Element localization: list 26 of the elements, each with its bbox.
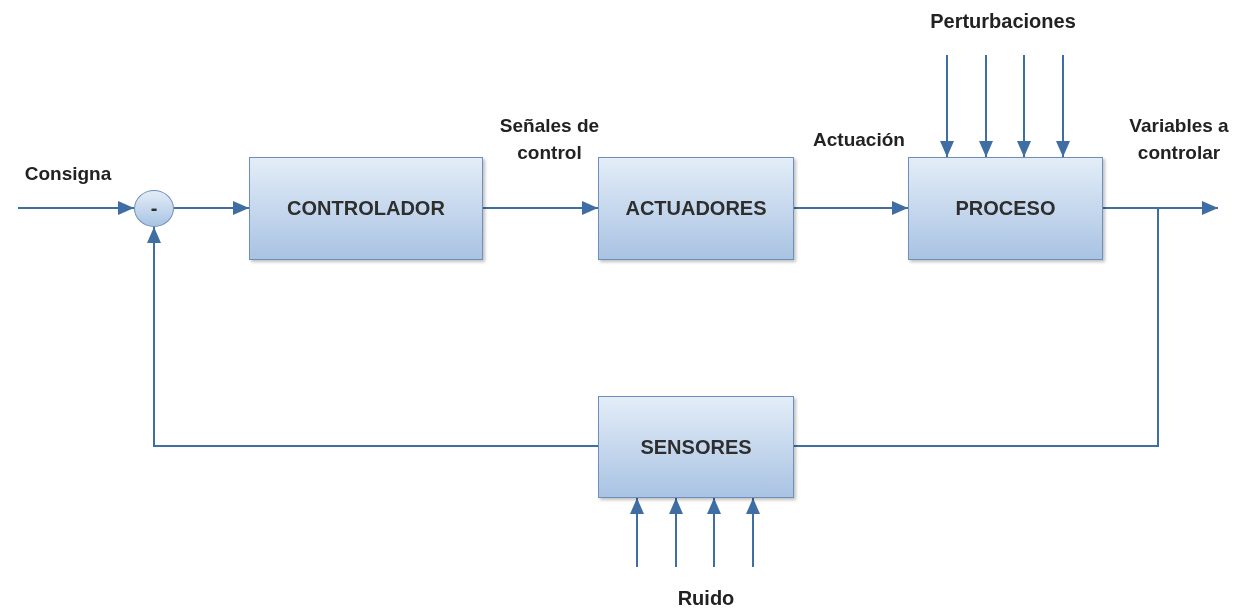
arrow bbox=[173, 201, 250, 215]
process-box bbox=[908, 157, 1103, 260]
arrow bbox=[669, 497, 683, 568]
arrow bbox=[1056, 54, 1070, 158]
process-box bbox=[598, 157, 794, 260]
arrow bbox=[940, 54, 954, 158]
arrow bbox=[1017, 54, 1031, 158]
process-box bbox=[249, 157, 483, 260]
arrow bbox=[793, 201, 909, 215]
summing-junction bbox=[134, 190, 174, 227]
arrow bbox=[147, 226, 599, 447]
node-text: Perturbaciones bbox=[930, 9, 1076, 33]
arrow bbox=[746, 497, 760, 568]
arrow bbox=[630, 497, 644, 568]
process-box bbox=[598, 396, 794, 498]
node-text: - bbox=[150, 197, 158, 220]
node-text: PROCESO bbox=[955, 197, 1056, 220]
arrow bbox=[17, 201, 135, 215]
arrow bbox=[707, 497, 721, 568]
connector-line bbox=[793, 207, 1159, 447]
node-text: CONTROLADOR bbox=[287, 197, 445, 220]
node-text: Ruido bbox=[677, 586, 735, 610]
node-text: SENSORES bbox=[640, 435, 752, 459]
node-text: ACTUADORES bbox=[625, 197, 767, 220]
arrow bbox=[979, 54, 993, 158]
arrow bbox=[482, 201, 599, 215]
